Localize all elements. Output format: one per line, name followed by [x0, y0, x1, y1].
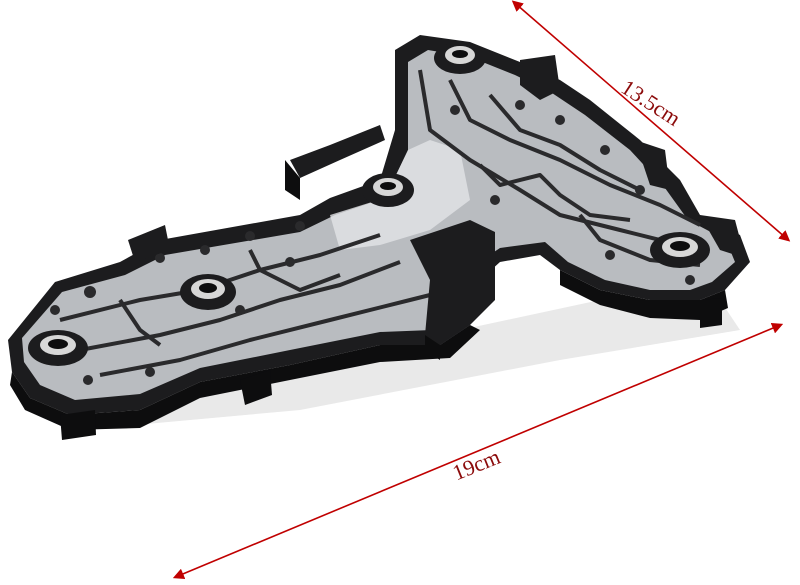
bulb-socket-top: [434, 42, 486, 74]
bulb-socket-right: [650, 232, 710, 268]
bulb-socket-center: [362, 173, 414, 207]
dimension-arrow-height: [511, 0, 791, 242]
bulb-socket-left: [28, 330, 88, 366]
dimension-arrow-length: [172, 322, 784, 580]
bulb-sockets: [28, 42, 710, 366]
bulb-socket-mid-left: [180, 274, 236, 310]
